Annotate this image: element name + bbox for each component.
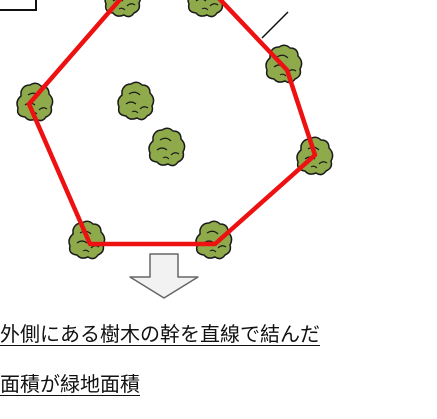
tree-canopy-icon bbox=[148, 127, 186, 167]
legend-box-icon bbox=[0, 0, 37, 11]
caption-line-1: 外側にある樹木の幹を直線で結んだ bbox=[0, 322, 320, 346]
down-arrow-icon bbox=[129, 253, 199, 299]
tree-canopy-icon bbox=[187, 0, 225, 18]
tree-canopy-icon bbox=[117, 81, 155, 121]
leader-line bbox=[261, 11, 289, 39]
tree-group bbox=[16, 0, 334, 260]
green-area-diagram bbox=[0, 0, 334, 299]
tree-canopy-icon bbox=[195, 220, 233, 260]
caption-line-2: 面積が緑地面積 bbox=[0, 372, 140, 396]
green-area-boundary bbox=[26, 0, 318, 247]
